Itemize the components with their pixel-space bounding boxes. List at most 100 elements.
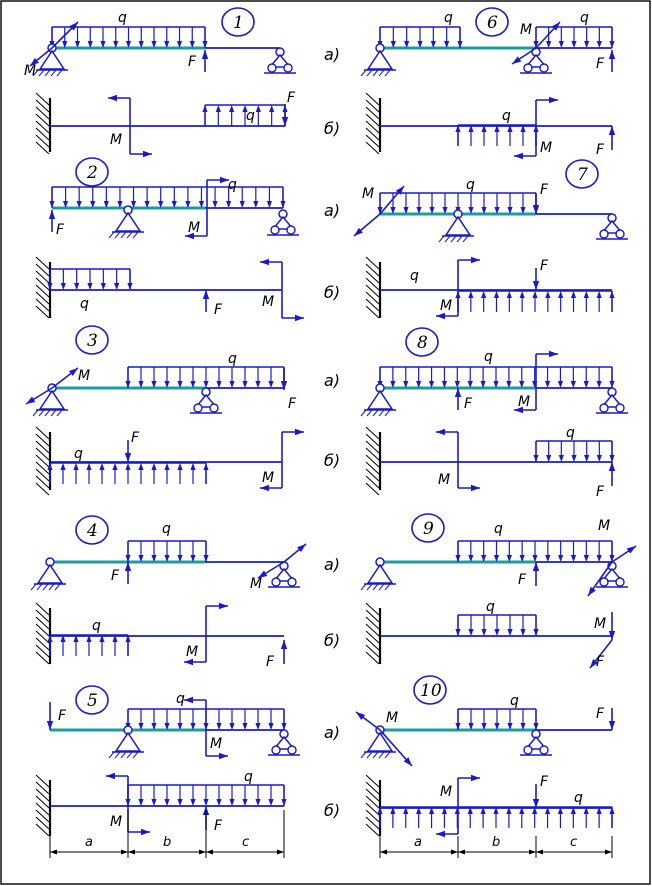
support-hatch <box>120 231 127 239</box>
F-label: F <box>266 654 275 670</box>
load-arrow-tip <box>100 283 106 290</box>
fixed-wall <box>35 426 52 496</box>
load-arrow-tip <box>177 799 183 806</box>
load-arrow-tip <box>506 381 512 388</box>
load-arrow-tip <box>164 41 170 48</box>
moment-arrow <box>535 21 561 49</box>
moment-couple <box>184 696 228 760</box>
load-arrow-tip <box>493 807 499 814</box>
arrowhead <box>184 696 193 704</box>
load-arrow-tip <box>130 201 137 208</box>
dim-b-label: b <box>492 835 500 850</box>
load-arrow-tip <box>255 799 261 806</box>
load-arrow-tip <box>519 807 525 814</box>
distributed-load <box>202 104 288 126</box>
arrowhead <box>626 546 636 554</box>
arrowhead <box>532 205 540 214</box>
wall-hatch <box>365 809 380 823</box>
load-arrow-tip <box>546 41 552 48</box>
distributed-load <box>377 192 539 214</box>
load-arrow-tip <box>444 41 450 48</box>
moment-arrow <box>436 428 458 436</box>
arrowhead <box>297 544 306 553</box>
load-arrow-tip <box>87 283 93 290</box>
load-arrow-tip <box>189 41 195 48</box>
variant-number: 4 <box>86 521 98 541</box>
wall-hatch <box>365 120 380 134</box>
load-arrow-tip <box>202 105 208 112</box>
q-label: q <box>566 425 575 441</box>
wall-hatch <box>365 99 380 113</box>
roller-wheel <box>270 225 280 235</box>
wall-hatch <box>365 256 380 270</box>
load-arrow-tip <box>185 201 191 208</box>
support-triangle <box>271 215 295 230</box>
wall-hatch <box>365 609 380 623</box>
pin-support <box>360 557 396 591</box>
q-label: q <box>574 790 583 806</box>
support-hatch <box>378 583 385 591</box>
load-arrow-tip <box>151 463 157 470</box>
support-triangle <box>444 215 472 236</box>
load-arrow-tip <box>99 635 105 642</box>
arrowhead <box>471 774 480 782</box>
variant-circle <box>405 327 439 357</box>
variant-circle <box>565 159 599 189</box>
load-arrow-tip <box>583 381 589 388</box>
wall-hatch <box>365 284 380 298</box>
fixed-wall <box>365 602 382 665</box>
side-labels: а)б)а)б)а)б)а)б)а)б) <box>324 45 340 820</box>
moment-arrow <box>106 772 128 780</box>
wall-hatch <box>365 106 380 120</box>
arrowhead <box>551 22 560 31</box>
distributed-load <box>377 806 615 828</box>
wall-hatch <box>365 298 380 312</box>
load-arrow-tip <box>584 455 590 462</box>
load-arrow-tip <box>164 723 170 730</box>
wall-hatch <box>35 106 50 120</box>
arrowhead <box>295 428 304 436</box>
load-arrow-tip <box>176 41 183 48</box>
arrowhead <box>512 56 522 64</box>
arrowhead <box>532 281 540 290</box>
arrowhead <box>532 562 540 571</box>
load-arrow-tip <box>544 381 551 388</box>
F-arrow <box>280 640 288 664</box>
arrowhead <box>48 210 56 219</box>
load-arrow-tip <box>125 463 131 470</box>
dim-arrow <box>380 849 387 855</box>
load-arrow-tip <box>468 291 474 298</box>
support-triangle <box>366 49 394 70</box>
moment-arrow <box>128 828 150 836</box>
load-arrow-tip <box>532 291 538 298</box>
support-triangle <box>272 567 296 582</box>
support-hatch <box>372 751 379 759</box>
wall-hatch <box>35 816 50 830</box>
load-arrow-tip <box>457 41 463 48</box>
arrowhead <box>608 462 616 471</box>
F-label: F <box>518 572 527 588</box>
M-label: M <box>440 784 452 800</box>
load-arrow-tip <box>533 723 539 730</box>
pin-support <box>360 383 396 417</box>
wall-hatch <box>35 609 50 623</box>
dim-arrow <box>277 849 284 855</box>
F-arrow <box>280 368 288 390</box>
load-arrow-tip <box>138 723 144 730</box>
support-hatch <box>114 231 121 239</box>
wall-hatch <box>35 644 50 658</box>
load-arrow-tip <box>242 723 248 730</box>
load-arrow-tip <box>455 125 461 132</box>
load-arrow-tip <box>390 207 396 214</box>
wall-hatch <box>35 263 50 277</box>
support-hatch <box>360 751 367 759</box>
arrowhead <box>608 126 616 135</box>
moment-arrow <box>511 47 537 65</box>
arrowhead <box>590 658 599 668</box>
wall-hatch <box>365 781 380 795</box>
load-arrow-tip <box>494 125 500 132</box>
wall-hatch <box>365 602 380 616</box>
